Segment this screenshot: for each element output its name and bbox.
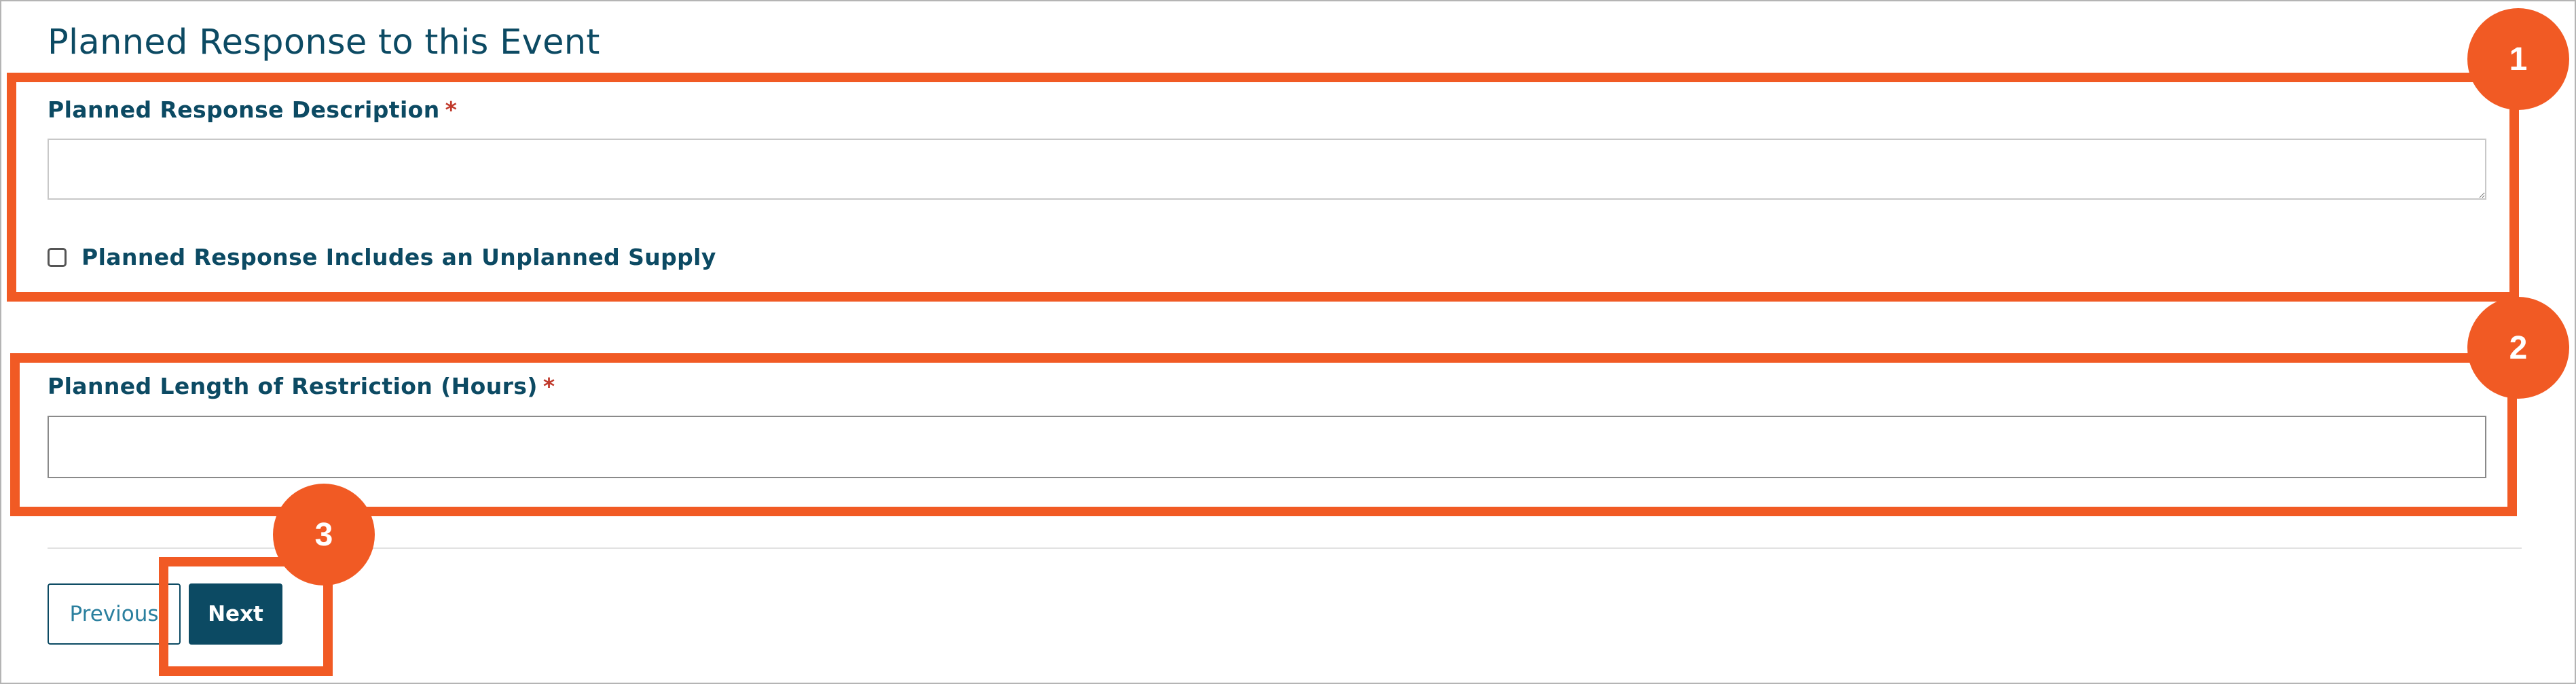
callout-box-2 [10, 353, 2517, 516]
planned-response-description-textarea[interactable] [48, 139, 2486, 200]
divider [48, 547, 2522, 549]
unplanned-supply-label[interactable]: Planned Response Includes an Unplanned S… [81, 244, 716, 270]
restriction-hours-label-text: Planned Length of Restriction (Hours) [48, 373, 538, 399]
unplanned-supply-checkbox-row[interactable]: Planned Response Includes an Unplanned S… [48, 244, 716, 270]
callout-badge-2: 2 [2467, 297, 2569, 399]
callout-box-1 [7, 73, 2519, 302]
unplanned-supply-checkbox[interactable] [48, 247, 67, 267]
next-button[interactable]: Next [189, 583, 282, 645]
callout-badge-3: 3 [273, 484, 375, 586]
restriction-hours-input[interactable] [48, 416, 2486, 478]
required-marker: * [445, 96, 458, 123]
required-marker: * [542, 373, 555, 399]
description-label-text: Planned Response Description [48, 96, 440, 123]
restriction-hours-label: Planned Length of Restriction (Hours)* [48, 373, 555, 400]
callout-badge-1: 1 [2467, 8, 2569, 110]
description-label: Planned Response Description* [48, 96, 457, 124]
section-title: Planned Response to this Event [48, 22, 600, 62]
previous-button[interactable]: Previous [48, 583, 181, 645]
callout-box-3 [159, 557, 333, 676]
